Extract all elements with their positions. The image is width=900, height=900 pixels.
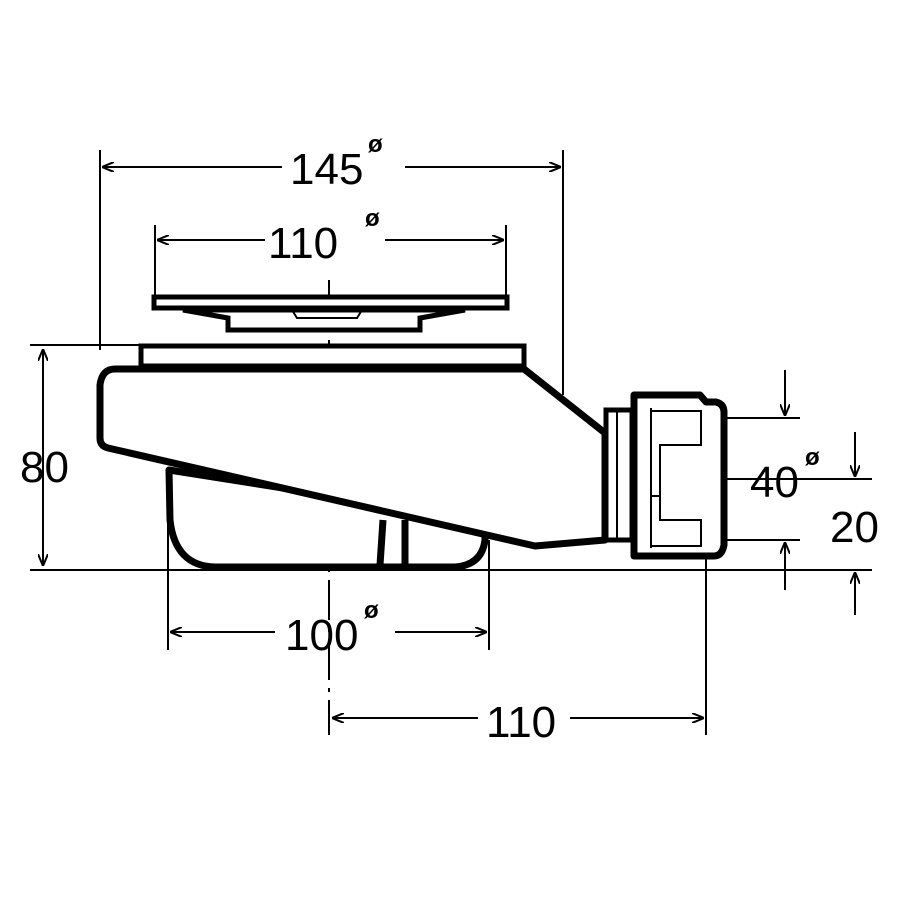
grate — [151, 294, 510, 333]
diameter-symbol: ø — [805, 444, 820, 471]
dim-80: 80 — [20, 443, 69, 492]
diameter-symbol: ø — [364, 597, 379, 624]
drain-post — [376, 519, 409, 566]
outlet-nut — [603, 391, 728, 560]
dim-40: 40 — [750, 458, 799, 507]
dim-100: 100 — [285, 611, 358, 660]
dim-110-offset: 110 — [486, 698, 556, 747]
dim-20: 20 — [830, 503, 879, 552]
diameter-symbol: ø — [368, 131, 383, 158]
dim-110-grate: 110 — [268, 219, 338, 268]
drain-body — [96, 365, 609, 550]
dim-145: 145 — [290, 145, 363, 194]
diameter-symbol: ø — [365, 205, 380, 232]
body-flange — [138, 343, 527, 369]
dimension-lines — [43, 167, 855, 718]
